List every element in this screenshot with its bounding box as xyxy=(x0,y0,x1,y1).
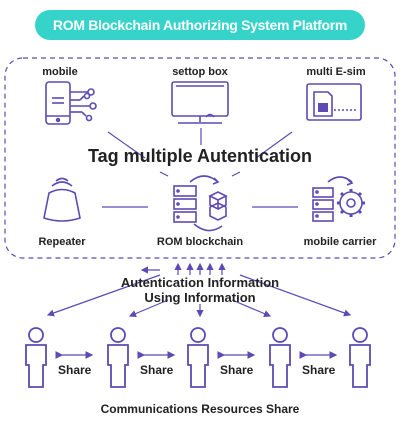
footer-caption: Communications Resources Share xyxy=(100,402,300,416)
repeater-icon xyxy=(43,177,81,222)
platform-title: ROM Blockchain Authorizing System Platfo… xyxy=(35,10,365,40)
share-label: Share xyxy=(220,363,254,377)
node-label-settop-box: settop box xyxy=(172,66,228,78)
node-label-multi-esim: multi E-sim xyxy=(306,66,366,78)
platform-boundary xyxy=(4,57,396,259)
connector-lines xyxy=(102,128,298,208)
settop-box-icon xyxy=(171,81,229,124)
share-label: Share xyxy=(302,363,336,377)
node-label-repeater: Repeater xyxy=(38,236,86,248)
share-label: Share xyxy=(140,363,174,377)
person-icon xyxy=(25,327,47,388)
multi-esim-icon xyxy=(306,83,362,121)
mobile-icon xyxy=(45,81,97,125)
node-label-rom-blockchain: ROM blockchain xyxy=(156,236,244,248)
share-label: Share xyxy=(58,363,92,377)
info-line-1: Autentication Information xyxy=(120,275,280,290)
person-icon xyxy=(269,327,291,388)
center-label: Tag multiple Autentication xyxy=(88,146,312,166)
node-label-mobile-carrier: mobile carrier xyxy=(303,236,377,248)
node-label-mobile: mobile xyxy=(42,66,78,78)
rom-blockchain-icon xyxy=(173,175,228,232)
person-icon xyxy=(107,327,129,388)
person-icon xyxy=(349,327,371,388)
information-arrows xyxy=(46,262,352,318)
person-icon xyxy=(187,327,209,388)
info-line-2: Using Information xyxy=(144,290,256,305)
mobile-carrier-icon xyxy=(312,176,365,222)
